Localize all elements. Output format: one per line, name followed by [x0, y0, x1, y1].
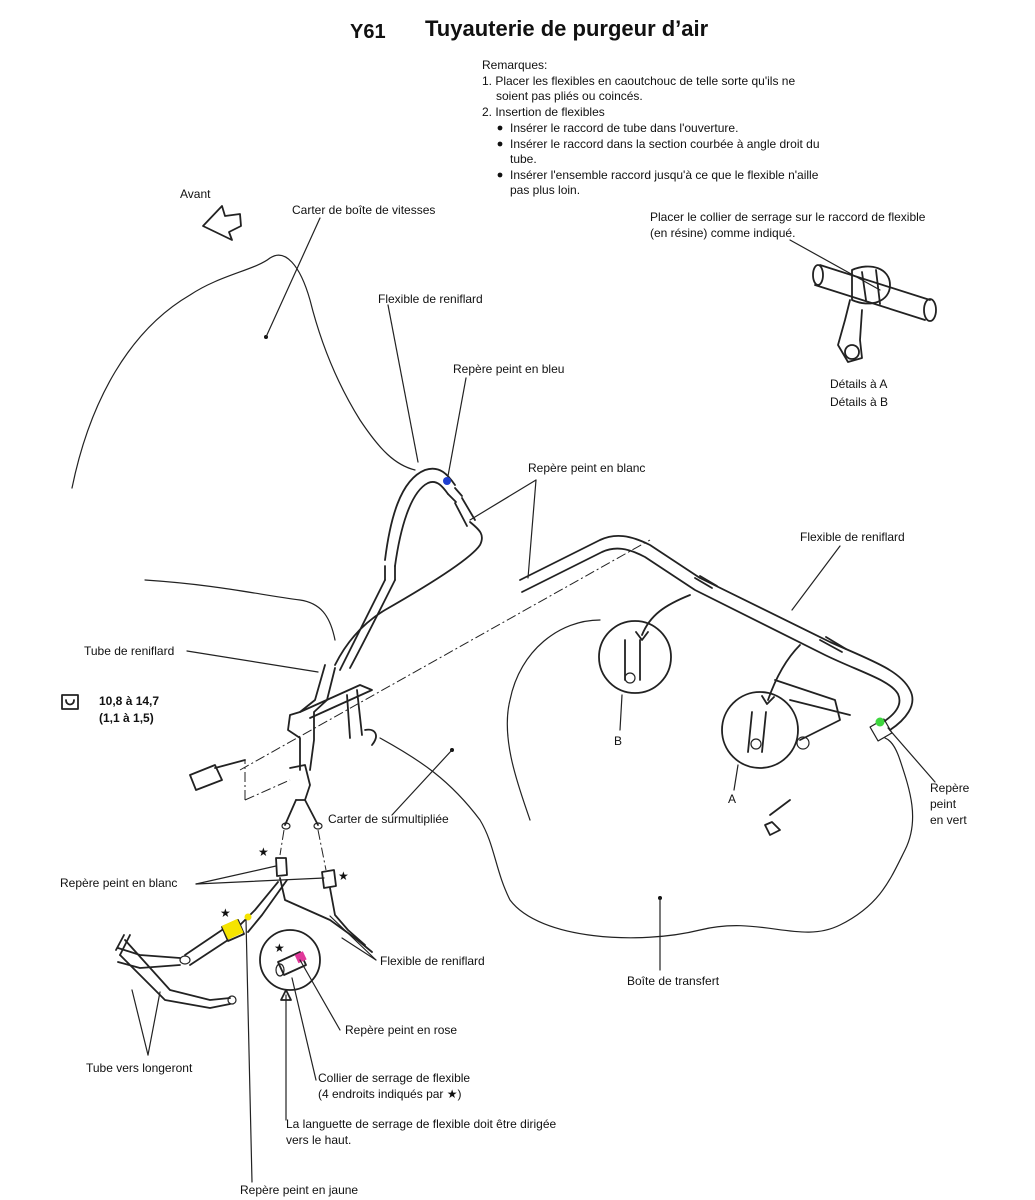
label-carter-boite: Carter de boîte de vitesses: [292, 203, 435, 217]
notes-block: Remarques: 1. Placer les flexibles en ca…: [482, 58, 820, 197]
yellow-paint-mark: [221, 918, 244, 940]
leader-repere-blanc-left-b: [195, 877, 325, 885]
main-breather-hose: [519, 534, 914, 742]
note-2: 2. Insertion de flexibles: [482, 105, 605, 119]
note-bullet-3-line2: pas plus loin.: [510, 183, 580, 197]
leader-flexible-bottom-b: [341, 937, 377, 961]
star-icon: ★: [258, 845, 269, 859]
leader-flexible-right: [791, 545, 841, 611]
leader-repere-vert: [887, 727, 936, 783]
label-avant: Avant: [180, 187, 211, 201]
leader-collier-flexible: [291, 977, 317, 1081]
leader-repere-blanc-left-a: [195, 865, 277, 885]
leader-repere-bleu: [447, 377, 467, 477]
label-repere-vert-line2: peint: [930, 797, 957, 811]
callout-b: B: [614, 734, 622, 748]
leader-b: [619, 694, 623, 731]
callout-a: A: [728, 792, 736, 806]
overdrive-top-outline: [144, 579, 336, 641]
label-repere-blanc-left: Repère peint en blanc: [60, 876, 177, 890]
label-collier-flexible-line2: (4 endroits indiqués par ★): [318, 1087, 462, 1101]
label-languette-line2: vers le haut.: [286, 1133, 351, 1147]
leader-longeront-a: [131, 989, 149, 1056]
bullet-icon: [497, 141, 503, 147]
note-bullet-2-line2: tube.: [510, 152, 537, 166]
blue-paint-mark: [443, 477, 451, 485]
star-icon: ★: [274, 941, 285, 955]
label-tube-reniflard: Tube de reniflard: [84, 644, 174, 658]
detail-circle-a: [721, 644, 851, 769]
bullet-icon: [497, 172, 503, 178]
lower-breather-hoses: [115, 829, 373, 1009]
clamp-detail-drawing: [812, 264, 937, 363]
leader-carter-surmultipliee: [391, 749, 453, 816]
bullet-icon: [497, 125, 503, 131]
leader-tube-reniflard: [186, 650, 319, 673]
fitting-bolt-icon: [764, 799, 791, 836]
label-repere-bleu: Repère peint en bleu: [453, 362, 564, 376]
detail-circle-b: [598, 594, 691, 694]
label-collier-flexible-line1: Collier de serrage de flexible: [318, 1071, 470, 1085]
note-bullet-2-line1: Insérer le raccord dans la section courb…: [510, 137, 820, 151]
page-title: Tuyauterie de purgeur d’air: [425, 16, 709, 41]
note-1-line1: 1. Placer les flexibles en caoutchouc de…: [482, 74, 795, 88]
phantom-line-b: [244, 760, 291, 801]
label-carter-surmultipliee: Carter de surmultipliée: [328, 812, 449, 826]
label-tube-longeront: Tube vers longeront: [86, 1061, 193, 1075]
star-icon: ★: [338, 869, 349, 883]
up-arrow-icon: [280, 989, 292, 1001]
note-bullet-1: Insérer le raccord de tube dans l'ouvert…: [510, 121, 738, 135]
upper-breather-hose: [334, 467, 483, 671]
label-boite-transfert: Boîte de transfert: [627, 974, 720, 988]
leader-longeront-b: [147, 991, 161, 1056]
label-repere-vert-line1: Repère: [930, 781, 970, 795]
leader-a: [733, 764, 739, 791]
green-paint-mark: [875, 717, 885, 727]
leader-flexible-bottom-a: [329, 915, 377, 961]
leader-repere-blanc-top-b: [527, 479, 537, 579]
leader-repere-jaune: [245, 919, 253, 1183]
phantom-line-a: [239, 539, 651, 771]
label-details-a: Détails à A: [830, 377, 887, 391]
label-repere-vert-line3: en vert: [930, 813, 967, 827]
transfer-case-inner-outline: [506, 619, 601, 821]
star-icon: ★: [220, 906, 231, 920]
note-bullet-3-line1: Insérer l'ensemble raccord jusqu'à ce qu…: [510, 168, 819, 182]
page-code: Y61: [350, 21, 386, 43]
torque-value-kgm: (1,1 à 1,5): [99, 711, 154, 725]
transmission-case-outline: [71, 254, 416, 489]
note-1-line2: soient pas pliés ou coincés.: [496, 89, 643, 103]
torque-wrench-icon: [61, 694, 79, 710]
torque-value: 10,8 à 14,7: [99, 694, 159, 708]
label-flexible-reniflard-bottom: Flexible de reniflard: [380, 954, 485, 968]
label-repere-rose: Repère peint en rose: [345, 1023, 457, 1037]
bolt-icon: [189, 759, 246, 791]
notes-heading: Remarques:: [482, 58, 547, 72]
label-languette-line1: La languette de serrage de flexible doit…: [286, 1117, 557, 1131]
label-repere-jaune: Repère peint en jaune: [240, 1183, 358, 1197]
label-collier-note-line1: Placer le collier de serrage sur le racc…: [650, 210, 926, 224]
label-repere-blanc-top: Repère peint en blanc: [528, 461, 645, 475]
yellow-paint-dot: [244, 913, 252, 921]
front-arrow-icon: [202, 205, 242, 241]
leader-carter-boite: [265, 217, 321, 338]
leader-collier-note: [789, 239, 881, 291]
label-collier-note-line2: (en résine) comme indiqué.: [650, 226, 795, 240]
breather-tube-bracket: [281, 664, 377, 830]
leader-repere-rose: [299, 959, 341, 1031]
leader-flexible-top: [387, 304, 419, 463]
transfer-case-outline: [379, 737, 914, 939]
label-details-b: Détails à B: [830, 395, 888, 409]
clamp-detail-circle: [259, 929, 321, 991]
leader-repere-blanc-top-a: [469, 479, 537, 521]
label-flexible-reniflard-top: Flexible de reniflard: [378, 292, 483, 306]
pink-paint-mark: [294, 951, 307, 964]
label-flexible-reniflard-right: Flexible de reniflard: [800, 530, 905, 544]
